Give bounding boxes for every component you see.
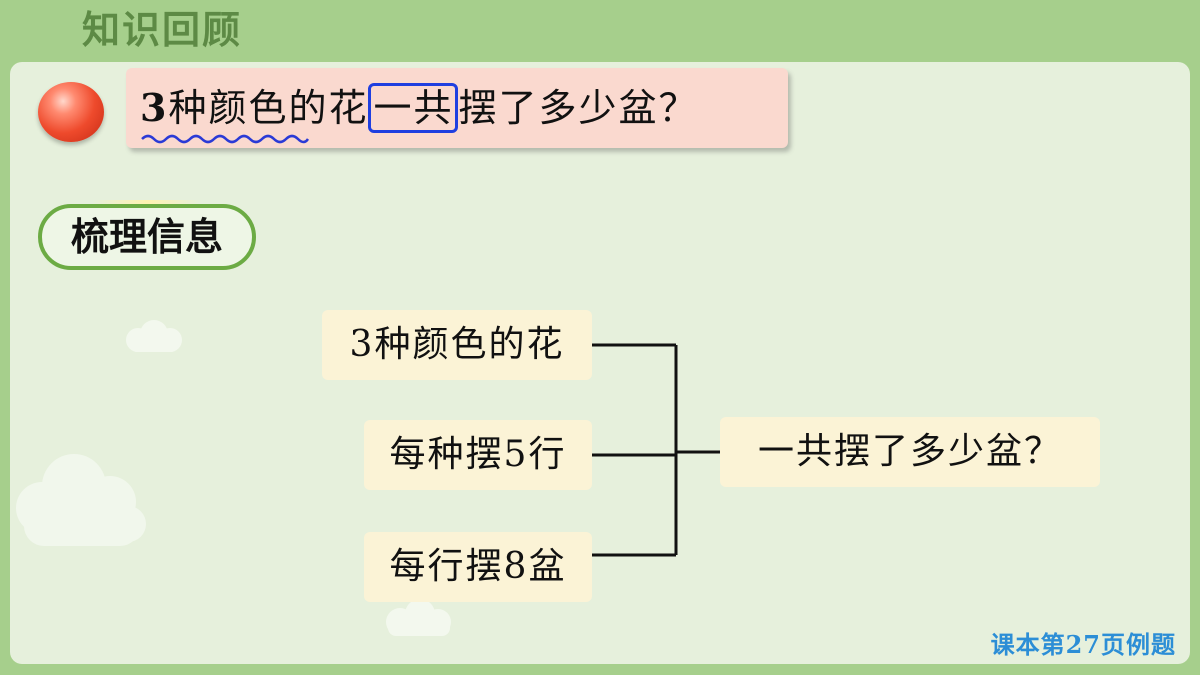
textbook-reference: 课本第27页例题 xyxy=(990,630,1176,659)
result-box-question: 一共摆了多少盆？ xyxy=(720,417,1100,487)
info-box-flower-colors: 3种颜色的花 xyxy=(322,310,592,380)
info-box-rows-per-color: 每种摆5行 xyxy=(364,420,592,490)
section-label-glow xyxy=(92,200,202,206)
red-ball-icon xyxy=(38,82,104,142)
question-ending: 摆了多少盆？ xyxy=(458,86,699,130)
info-box-pots-per-row: 每行摆8盆 xyxy=(364,532,592,602)
question-keyword-highlight: 一共 xyxy=(368,83,459,133)
question-box: 3种颜色的花一共摆了多少盆？ xyxy=(126,68,788,148)
section-label-sort-info: 梳理信息 xyxy=(38,204,256,270)
wavy-underline xyxy=(141,134,310,144)
question-subject: 种颜色的花 xyxy=(168,86,369,130)
page-header-title: 知识回顾 xyxy=(82,8,243,52)
cloud-icon xyxy=(386,599,451,636)
question-number: 3 xyxy=(140,85,169,130)
cloud-icon xyxy=(16,454,146,546)
question-text: 3种颜色的花一共摆了多少盆？ xyxy=(140,82,699,134)
cloud-icon xyxy=(126,320,182,352)
content-panel xyxy=(10,62,1190,664)
